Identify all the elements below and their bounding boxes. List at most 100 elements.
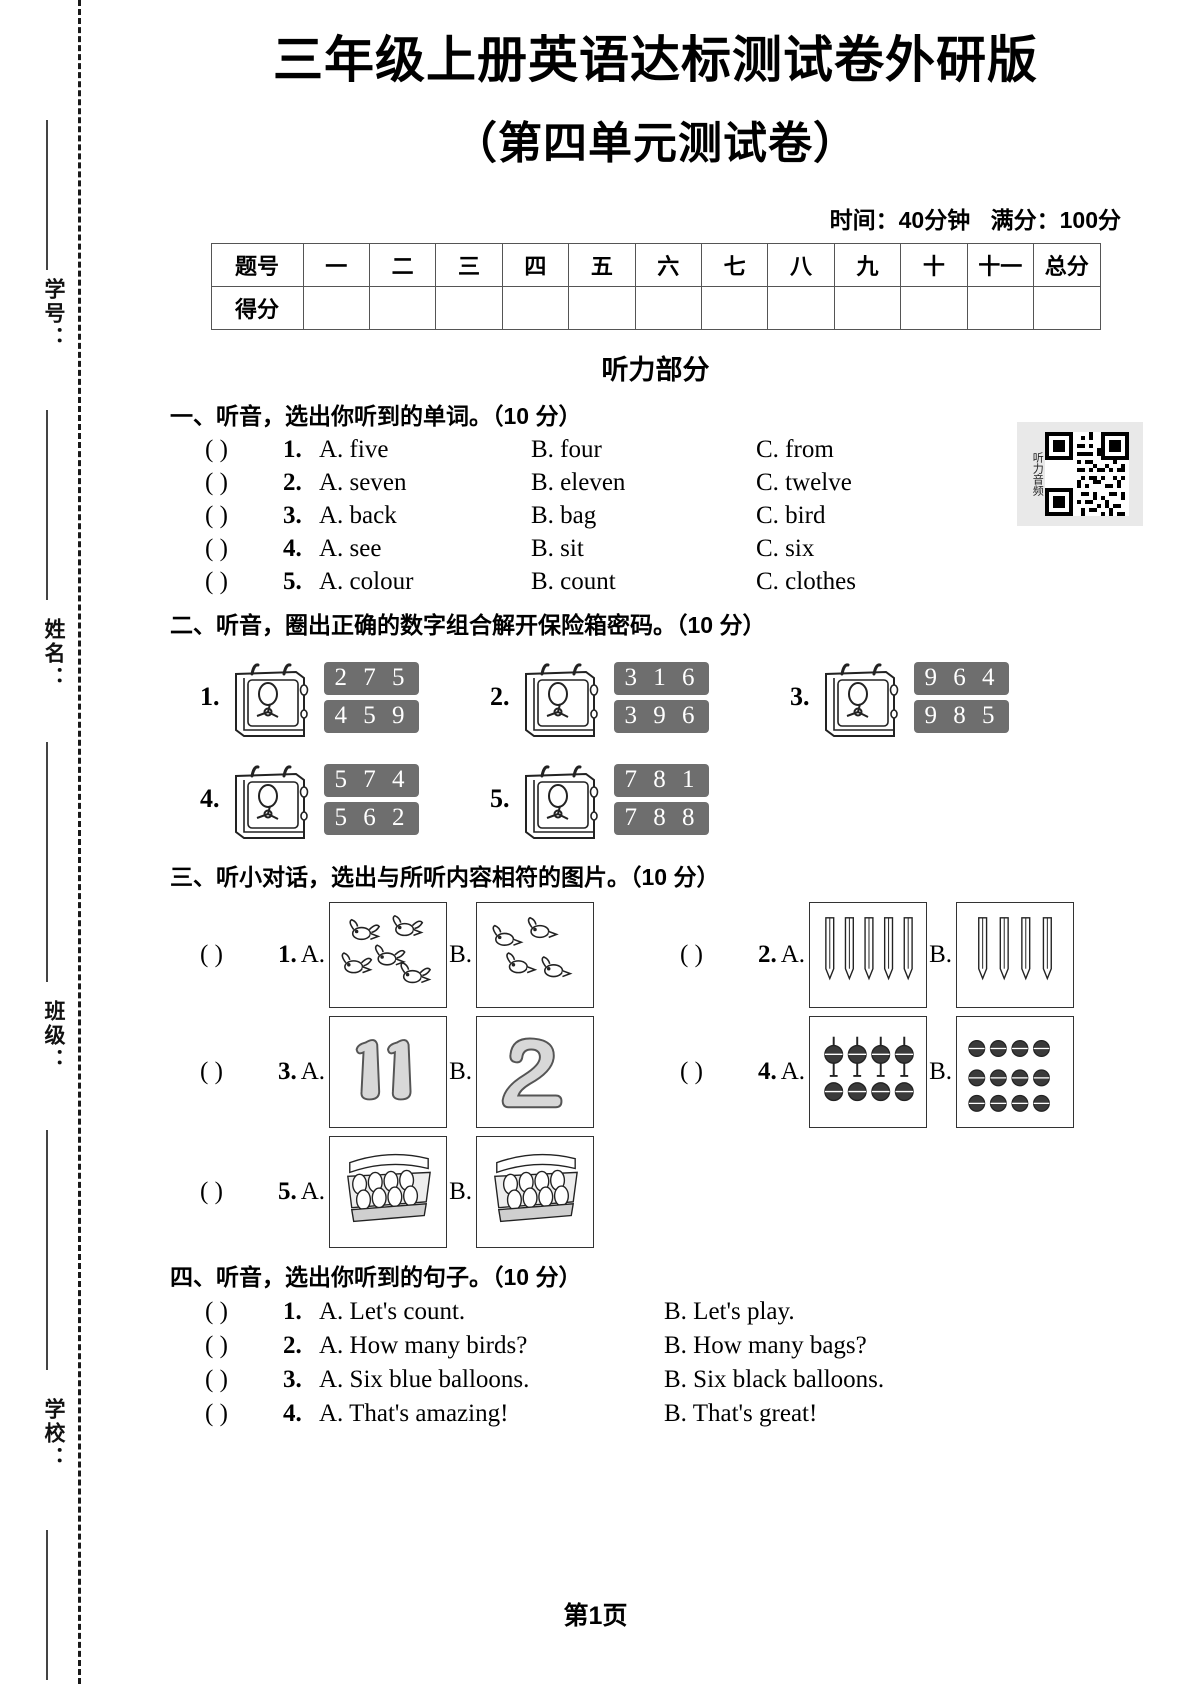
exam-meta: 时间：40分钟 满分：100分 xyxy=(160,201,1121,235)
dashed-fold-line xyxy=(78,0,81,1684)
score-table-header-row: 题号 一 二 三 四 五 六 七 八 九 十 十一 总分 xyxy=(210,243,1101,287)
score-cell-4[interactable] xyxy=(501,286,570,330)
score-cell-2[interactable] xyxy=(368,286,437,330)
score-cell-total[interactable] xyxy=(1032,286,1101,330)
safe-item: 4. 5 7 4 5 6 2 xyxy=(200,756,490,842)
four-birds-picture[interactable] xyxy=(476,902,594,1008)
question-four-item: ( ) 4. A. That's amazing! B. That's grea… xyxy=(205,1400,1151,1428)
combination-top[interactable]: 7 8 1 xyxy=(613,763,709,797)
safe-row-2: 4. 5 7 4 5 6 2 xyxy=(200,756,1151,842)
combination-bottom[interactable]: 4 5 9 xyxy=(323,699,419,733)
question-one-item: ( ) 5. A. colour B. count C. clothes xyxy=(205,568,1151,596)
score-cell-1[interactable] xyxy=(302,286,370,330)
answer-blank[interactable]: ( ) xyxy=(205,1400,228,1427)
qr-code-icon[interactable] xyxy=(1045,432,1130,516)
score-cell-5[interactable] xyxy=(568,286,636,330)
answer-blank[interactable]: ( ) xyxy=(205,1366,228,1393)
safe-combination[interactable]: 5 7 4 5 6 2 xyxy=(323,763,419,835)
score-cell-11[interactable] xyxy=(966,286,1034,330)
option-a[interactable]: A. colour xyxy=(319,568,414,595)
safe-combination[interactable]: 9 6 4 9 8 5 xyxy=(913,661,1009,733)
option-a[interactable]: A. see xyxy=(319,535,382,562)
combination-bottom[interactable]: 7 8 8 xyxy=(613,801,709,835)
safe-box-icon xyxy=(516,756,608,842)
answer-blank[interactable]: ( ) xyxy=(205,1298,228,1325)
safe-combination[interactable]: 7 8 1 7 8 8 xyxy=(613,763,709,835)
option-c[interactable]: C. clothes xyxy=(756,568,856,595)
answer-blank[interactable]: ( ) xyxy=(200,1178,223,1205)
question-three-heading: 三、听小对话，选出与所听内容相符的图片。（10 分） xyxy=(170,864,720,890)
combination-bottom[interactable]: 3 9 6 xyxy=(613,699,709,733)
answer-blank[interactable]: ( ) xyxy=(205,502,228,529)
safe-combination[interactable]: 2 7 5 4 5 9 xyxy=(323,661,419,733)
option-c[interactable]: C. six xyxy=(756,535,815,562)
option-c[interactable]: C. from xyxy=(756,436,834,463)
option-a[interactable]: A. That's amazing! xyxy=(319,1400,509,1427)
score-cell-6[interactable] xyxy=(634,286,702,330)
combination-top[interactable]: 5 7 4 xyxy=(323,763,419,797)
egg-carton-picture-a[interactable] xyxy=(329,1136,448,1248)
sidebar-label-school: 学校： xyxy=(42,1398,65,1470)
answer-blank[interactable]: ( ) xyxy=(205,535,228,562)
five-birds-picture[interactable] xyxy=(329,902,448,1008)
option-a[interactable]: A. Let's count. xyxy=(319,1298,466,1325)
option-a[interactable]: A. five xyxy=(319,436,389,463)
score-cell-8[interactable] xyxy=(767,286,835,330)
sidebar-label-name: 姓名： xyxy=(42,618,65,690)
safe-combination[interactable]: 3 1 6 3 9 6 xyxy=(613,661,709,733)
number-two-picture[interactable] xyxy=(476,1016,594,1128)
answer-blank[interactable]: ( ) xyxy=(205,1332,228,1359)
question-two-heading: 二、听音，圈出正确的数字组合解开保险箱密码。（10 分） xyxy=(170,612,766,638)
option-b[interactable]: B. sit xyxy=(531,535,584,562)
item-number: 5. xyxy=(490,784,510,813)
four-pencils-picture[interactable] xyxy=(956,902,1074,1008)
answer-blank[interactable]: ( ) xyxy=(205,568,228,595)
option-a[interactable]: A. back xyxy=(319,502,397,529)
option-b[interactable]: B. eleven xyxy=(531,469,626,496)
score-cell-10[interactable] xyxy=(900,286,968,330)
twelve-knots-picture[interactable] xyxy=(956,1016,1074,1128)
combination-bottom[interactable]: 5 6 2 xyxy=(323,801,419,835)
combination-bottom[interactable]: 9 8 5 xyxy=(913,699,1009,733)
option-b[interactable]: B. four xyxy=(531,436,602,463)
score-col-2: 二 xyxy=(368,243,437,287)
option-c[interactable]: C. bird xyxy=(756,502,826,529)
score-col-10: 十 xyxy=(900,243,968,287)
option-b[interactable]: B. Six black balloons. xyxy=(664,1366,885,1393)
answer-blank[interactable]: ( ) xyxy=(200,941,223,968)
option-b[interactable]: B. bag xyxy=(531,502,597,529)
combination-top[interactable]: 3 1 6 xyxy=(613,661,709,695)
option-a[interactable]: A. seven xyxy=(319,469,407,496)
option-b-label: B. xyxy=(449,941,472,968)
picture-question: ( ) 5. A. xyxy=(200,1136,680,1248)
option-b[interactable]: B. Let's play. xyxy=(664,1298,795,1325)
answer-blank[interactable]: ( ) xyxy=(680,1058,703,1085)
eight-knots-picture[interactable] xyxy=(809,1016,928,1128)
question-one-item: ( ) 1. A. five B. four C. from xyxy=(205,436,1151,464)
exam-page: 三年级上册英语达标测试卷外研版 （第四单元测试卷） 时间：40分钟 满分：100… xyxy=(120,0,1191,1684)
listening-part-heading: 听力部分 xyxy=(601,355,710,385)
listening-audio-qr[interactable]: 听力音频 xyxy=(1017,422,1143,526)
answer-blank[interactable]: ( ) xyxy=(205,469,228,496)
option-a[interactable]: A. Six blue balloons. xyxy=(319,1366,530,1393)
option-b[interactable]: B. count xyxy=(531,568,616,595)
score-cell-9[interactable] xyxy=(833,286,902,330)
answer-blank[interactable]: ( ) xyxy=(200,1058,223,1085)
option-c[interactable]: C. twelve xyxy=(756,469,852,496)
option-b[interactable]: B. How many bags? xyxy=(664,1332,867,1359)
answer-blank[interactable]: ( ) xyxy=(680,941,703,968)
answer-blank[interactable]: ( ) xyxy=(205,436,228,463)
score-table-row-label-number: 题号 xyxy=(210,243,304,287)
option-b[interactable]: B. That's great! xyxy=(664,1400,818,1427)
number-eleven-picture[interactable] xyxy=(329,1016,448,1128)
combination-top[interactable]: 9 6 4 xyxy=(913,661,1009,695)
item-number: 3. xyxy=(283,1366,302,1393)
egg-carton-picture-b[interactable] xyxy=(476,1136,594,1248)
combination-top[interactable]: 2 7 5 xyxy=(323,661,419,695)
score-cell-7[interactable] xyxy=(700,286,769,330)
five-pencils-picture[interactable] xyxy=(809,902,928,1008)
item-number: 1. xyxy=(278,941,297,968)
score-cell-3[interactable] xyxy=(435,286,503,330)
item-number: 4. xyxy=(200,784,220,813)
option-a[interactable]: A. How many birds? xyxy=(319,1332,528,1359)
